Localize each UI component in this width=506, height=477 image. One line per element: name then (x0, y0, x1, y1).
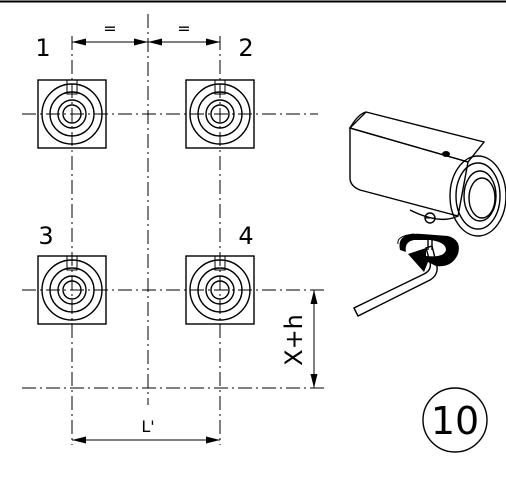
dim-spacing-label: L' (141, 417, 154, 436)
mount-label-4: 4 (238, 222, 253, 250)
step-number-badge: 10 (422, 387, 488, 453)
camera-illustration (348, 111, 506, 237)
dim-equal-right: = (177, 19, 190, 38)
dim-equal-left: = (103, 19, 116, 38)
mount-2 (185, 79, 255, 149)
mount-3 (37, 255, 107, 325)
dimension-vertical: X+h (280, 290, 318, 388)
mount-label-3: 3 (38, 222, 53, 250)
mount-1 (37, 79, 107, 149)
dimension-bottom: L' (72, 417, 220, 444)
hex-key-icon (353, 240, 438, 317)
rotation-arrow-icon (397, 233, 459, 272)
step-number: 10 (431, 399, 479, 443)
dimension-top: = = (72, 19, 220, 46)
mount-label-1: 1 (35, 34, 50, 62)
mount-4 (185, 255, 255, 325)
mount-label-2: 2 (238, 34, 253, 62)
dim-height-label: X+h (280, 314, 308, 366)
